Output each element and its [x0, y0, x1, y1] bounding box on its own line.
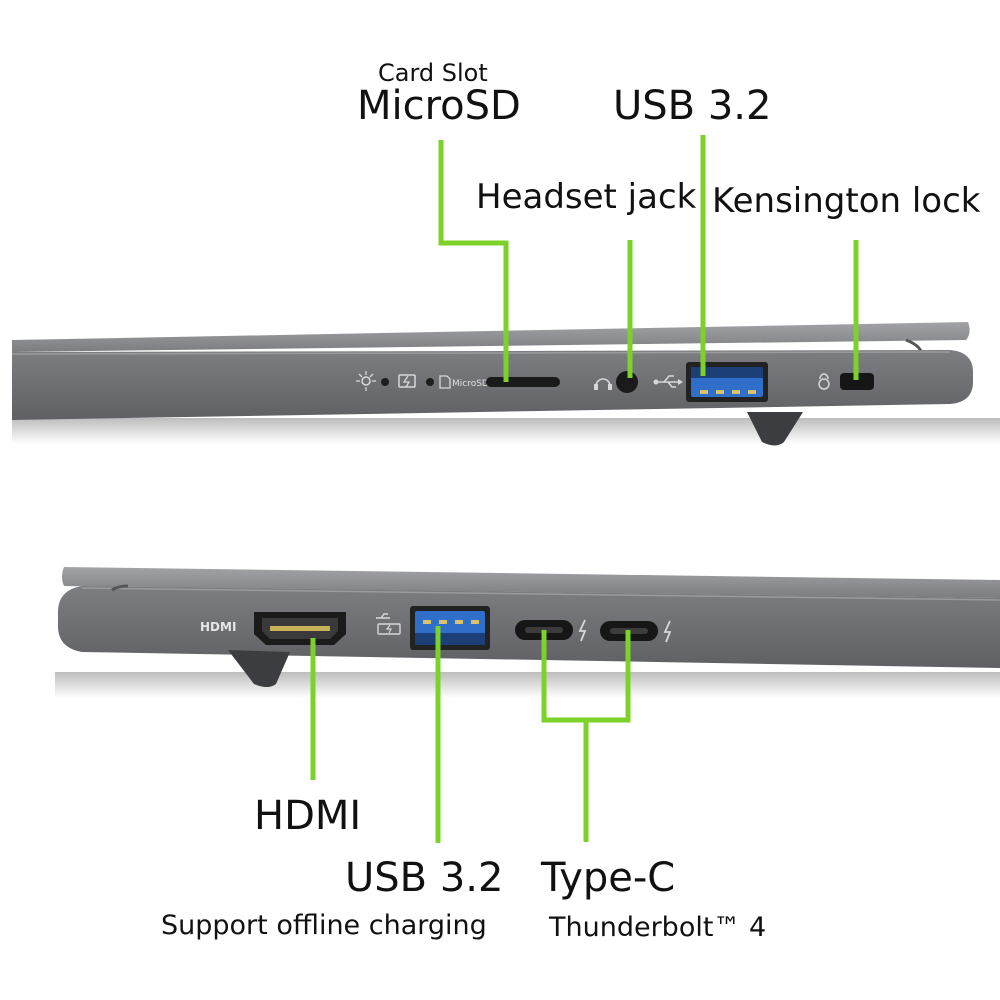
- laptop-shadow: [12, 418, 1000, 444]
- microsd-port-text: MicroSD: [452, 379, 489, 389]
- usb-charge-icon: [376, 613, 401, 635]
- usb-icon: [653, 375, 683, 388]
- headset-label: Headset jack: [476, 177, 697, 217]
- callout-type-c: [541, 630, 631, 842]
- laptop-edge-left: [81, 587, 1000, 601]
- type-c-sub-label: Thunderbolt™ 4: [549, 912, 767, 943]
- laptop-edge-highlight: [11, 351, 951, 355]
- usb-a-port-left: [410, 606, 490, 650]
- usb-sub-label: Support offline charging: [161, 910, 487, 941]
- lock-icon: [818, 373, 830, 390]
- laptop-foot: [747, 412, 803, 446]
- laptop-lid-left: [62, 567, 1000, 598]
- thunderbolt-icon: [663, 620, 672, 643]
- laptop-lid: [12, 322, 970, 352]
- headset-jack: [616, 371, 638, 393]
- laptop-left-side: HDMI: [55, 567, 1000, 698]
- kensington-slot: [840, 373, 874, 390]
- callout-microsd: [438, 140, 509, 382]
- callouts-right-side: [438, 135, 859, 382]
- kensington-label: Kensington lock: [712, 181, 981, 221]
- usb-label-right: USB 3.2: [613, 83, 772, 129]
- charge-led: [426, 378, 434, 386]
- laptop-foot-left: [228, 650, 290, 687]
- laptop-right-side: MicroSD: [11, 322, 1000, 446]
- headset-icon: [594, 378, 612, 390]
- microsd-icon: [439, 375, 451, 389]
- power-led: [381, 378, 389, 386]
- laptop-hinge-left: [111, 584, 129, 592]
- hdmi-label: HDMI: [254, 793, 362, 839]
- thunderbolt-icon: [578, 619, 587, 642]
- power-light-icon: [356, 371, 376, 391]
- microsd-slot: [486, 377, 560, 387]
- callouts-left-side: [310, 626, 631, 843]
- usb-label-left: USB 3.2: [345, 855, 504, 901]
- laptop-shadow-left: [55, 672, 1000, 698]
- card-slot-title: Card Slot: [378, 59, 488, 87]
- type-c-label: Type-C: [541, 855, 676, 901]
- battery-charge-icon: [398, 374, 416, 388]
- usb-a-port-right: [686, 362, 768, 402]
- hdmi-port: [254, 612, 346, 645]
- microsd-label: MicroSD: [357, 83, 521, 129]
- hdmi-logo-icon: HDMI: [200, 620, 236, 634]
